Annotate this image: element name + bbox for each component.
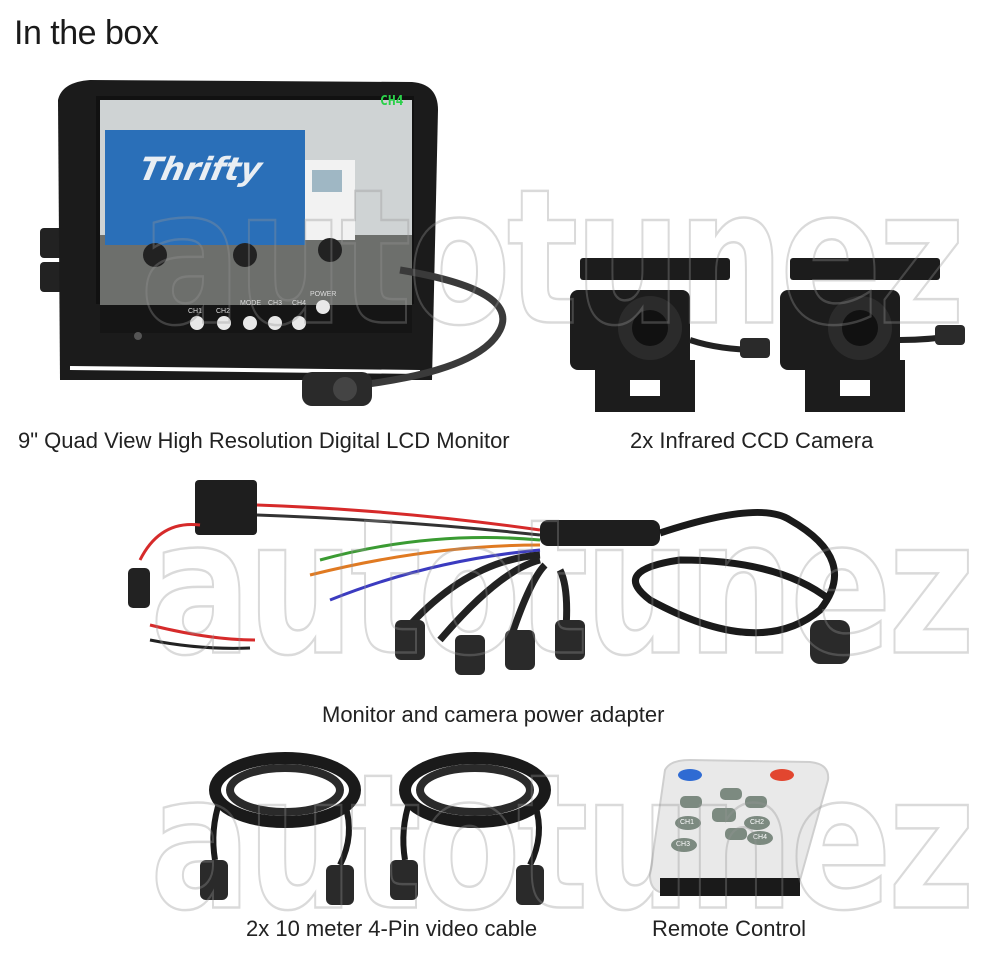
page-heading: In the box xyxy=(14,14,159,52)
watermark-bottom: autotunez xyxy=(149,734,976,954)
monitor-button-ch4: CH4 xyxy=(292,300,307,307)
camera-right xyxy=(780,258,965,412)
monitor-button-ch2: CH2 xyxy=(216,308,231,315)
watermark-middle: autotunez xyxy=(149,479,976,699)
remote-control xyxy=(648,758,830,897)
remote-caption: Remote Control xyxy=(652,916,807,941)
monitor-button-power: POWER xyxy=(310,291,337,298)
monitor-button-mode: MODE xyxy=(240,300,261,307)
remote-button-ch1: CH1 xyxy=(680,819,695,826)
remote-button-ch2: CH2 xyxy=(750,819,765,826)
cable-caption: 2x 10 meter 4-Pin video cable xyxy=(246,916,538,941)
power-adapter xyxy=(128,480,850,675)
watermark-top: autotunez xyxy=(139,149,966,369)
remote-button-ch4: CH4 xyxy=(753,834,768,841)
lcd-monitor xyxy=(40,80,507,406)
monitor-button-ch3: CH3 xyxy=(268,300,283,307)
monitor-caption: 9" Quad View High Resolution Digital LCD… xyxy=(18,428,510,453)
video-cables xyxy=(200,752,551,905)
camera-caption: 2x Infrared CCD Camera xyxy=(630,428,874,453)
monitor-channel-indicator: CH4 xyxy=(380,94,404,109)
monitor-button-ch1: CH1 xyxy=(188,308,203,315)
adapter-caption: Monitor and camera power adapter xyxy=(322,702,665,727)
camera-left xyxy=(570,258,770,412)
remote-button-ch3: CH3 xyxy=(676,841,691,848)
